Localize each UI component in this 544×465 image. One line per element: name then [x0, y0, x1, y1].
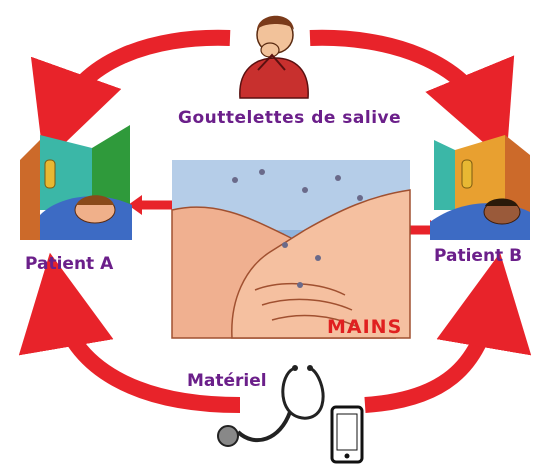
hands-label: MAINS	[327, 316, 403, 338]
patient-bed-icon	[430, 135, 530, 240]
bottom-left-arrow	[18, 252, 241, 413]
smartphone-icon	[330, 405, 364, 464]
top-right-arrow	[309, 29, 515, 163]
stethoscope-icon	[217, 365, 325, 447]
handshake-icon	[171, 160, 411, 339]
droplets-label: Gouttelettes de salive	[178, 108, 402, 128]
material-label: Matériel	[187, 371, 267, 391]
patient-a-label: Patient A	[25, 254, 114, 274]
patient-bed-icon	[20, 125, 132, 240]
coughing-person-icon	[239, 15, 309, 99]
bottom-right-arrow	[364, 252, 532, 413]
patient-b-label: Patient B	[434, 246, 523, 266]
top-left-arrow	[30, 29, 231, 164]
